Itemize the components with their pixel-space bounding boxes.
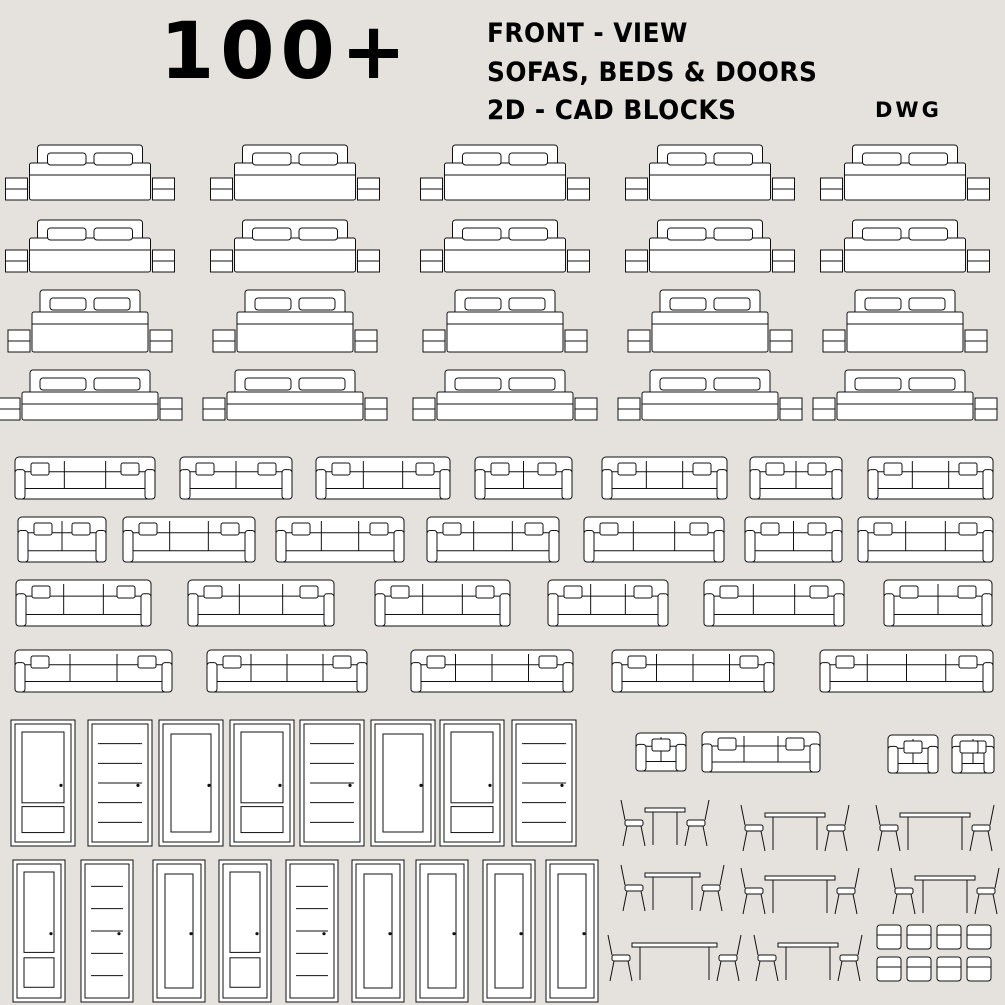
- door-block: [10, 719, 76, 847]
- sofa-block: [547, 579, 669, 627]
- sofa-block: [951, 734, 995, 774]
- door-block: [351, 859, 405, 1003]
- door-block: [415, 859, 469, 1003]
- dining-set-block: [753, 934, 863, 982]
- door-block: [229, 719, 295, 847]
- door-block: [285, 859, 339, 1003]
- bed-block: [0, 369, 183, 421]
- sofa-block: [601, 456, 728, 500]
- bed-block: [420, 219, 590, 273]
- dining-set-block: [620, 799, 710, 847]
- sofa-block: [15, 579, 152, 627]
- dining-set-block: [607, 934, 742, 982]
- bed-block: [822, 289, 988, 353]
- sofa-block: [883, 579, 993, 627]
- bed-block: [210, 219, 380, 273]
- door-block: [439, 719, 505, 847]
- door-block: [87, 719, 153, 847]
- door-block: [482, 859, 536, 1003]
- title-line-1: FRONT - VIEW: [487, 18, 688, 49]
- ottoman-grid: [876, 924, 992, 982]
- dining-set-block: [740, 804, 850, 852]
- dining-set-block: [740, 867, 860, 915]
- sofa-block: [887, 734, 939, 774]
- bed-block: [812, 369, 998, 421]
- door-block: [218, 859, 272, 1003]
- bed-block: [625, 144, 795, 201]
- dining-set-block: [620, 864, 725, 912]
- bed-block: [820, 219, 990, 273]
- door-block: [299, 719, 365, 847]
- dining-set-block: [890, 867, 1000, 915]
- sofa-block: [14, 649, 173, 693]
- title-line-2: SOFAS, BEDS & DOORS: [487, 57, 818, 88]
- sofa-block: [857, 516, 994, 563]
- sofa-block: [374, 579, 511, 627]
- door-block: [80, 859, 134, 1003]
- bed-block: [202, 369, 388, 421]
- sofa-block: [611, 649, 775, 693]
- sofa-block: [749, 456, 843, 500]
- bed-block: [7, 289, 173, 353]
- count-heading: 100+: [160, 7, 413, 97]
- sofa-block: [426, 516, 560, 563]
- door-block: [12, 859, 66, 1003]
- sofa-block: [206, 649, 368, 693]
- sofa-block: [635, 732, 687, 772]
- sofa-block: [819, 649, 994, 693]
- title-line-3: 2D - CAD BLOCKS: [487, 95, 737, 126]
- door-block: [370, 719, 436, 847]
- bed-block: [422, 289, 588, 353]
- door-block: [511, 719, 577, 847]
- bed-block: [617, 369, 803, 421]
- bed-block: [5, 144, 175, 201]
- dining-set-block: [875, 804, 995, 852]
- sofa-block: [410, 649, 574, 693]
- dwg-format-badge: DWG: [875, 98, 942, 122]
- bed-block: [412, 369, 598, 421]
- sofa-block: [14, 456, 156, 500]
- sofa-block: [701, 731, 821, 773]
- sofa-block: [474, 456, 573, 500]
- sofa-block: [744, 516, 843, 563]
- sofa-block: [122, 516, 256, 563]
- sofa-block: [867, 456, 994, 500]
- sofa-block: [703, 579, 845, 627]
- bed-block: [627, 289, 793, 353]
- door-block: [545, 859, 599, 1003]
- door-block: [152, 859, 206, 1003]
- door-block: [158, 719, 224, 847]
- sofa-block: [187, 579, 335, 627]
- bed-block: [5, 219, 175, 273]
- sofa-block: [275, 516, 405, 563]
- bed-block: [820, 144, 990, 201]
- sofa-block: [179, 456, 293, 500]
- bed-block: [212, 289, 378, 353]
- sofa-block: [17, 516, 107, 563]
- bed-block: [210, 144, 380, 201]
- sofa-block: [315, 456, 451, 500]
- sofa-block: [583, 516, 725, 563]
- bed-block: [420, 144, 590, 201]
- bed-block: [625, 219, 795, 273]
